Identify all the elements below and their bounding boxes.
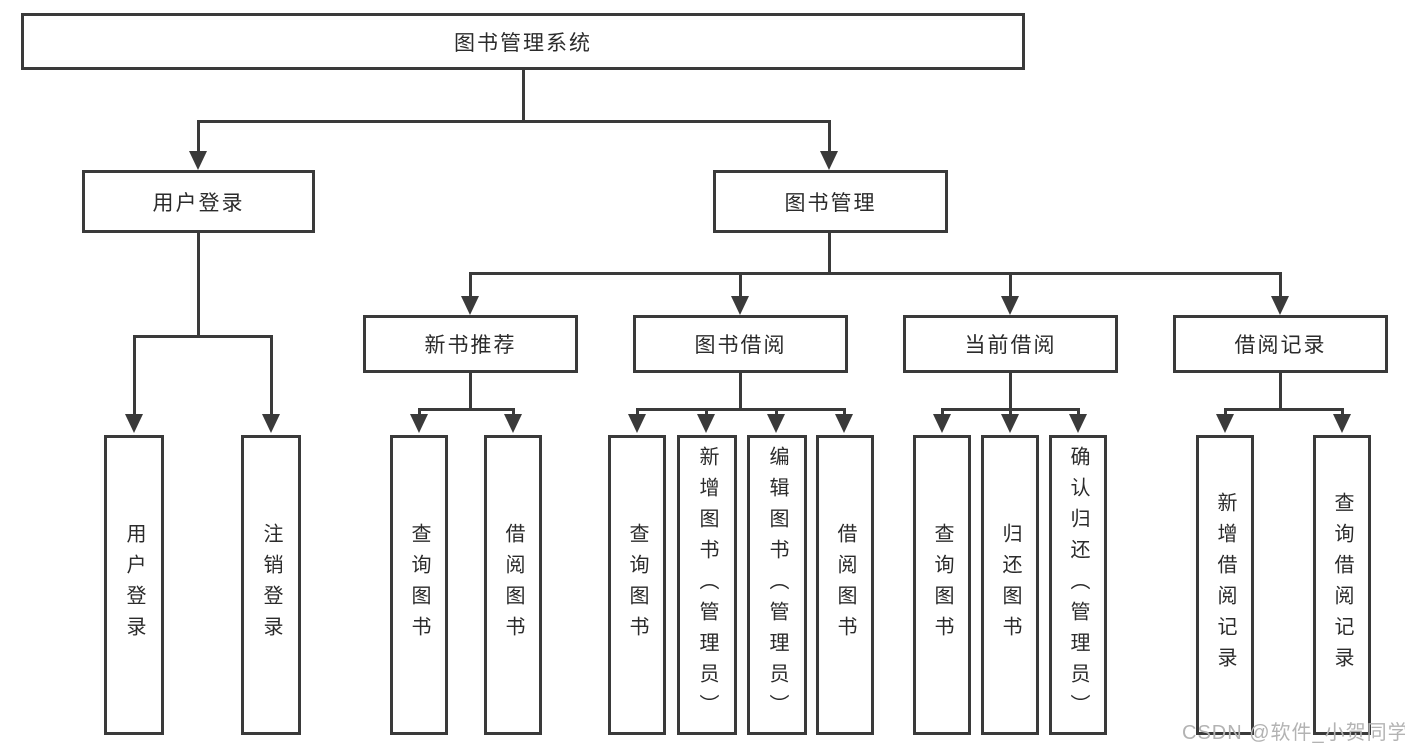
leaf-return-book: 归还图书 xyxy=(981,435,1039,735)
connector-drop-leaf xyxy=(843,408,846,418)
arrow-down-icon xyxy=(1001,414,1019,433)
leaf-borrow-books-borrow: 借阅图书 xyxy=(816,435,874,735)
arrow-down-icon xyxy=(1001,296,1019,315)
node-book-borrow: 图书借阅 xyxy=(633,315,848,373)
connector-current-borrow-stub xyxy=(1009,373,1012,411)
connector-drop-node xyxy=(469,272,472,298)
connector-drop-leaf xyxy=(270,335,273,416)
connector-drop-leaf xyxy=(1224,408,1227,418)
connector-new-book-stub xyxy=(469,373,472,411)
connector-drop-user-login xyxy=(197,120,200,153)
connector-drop-leaf xyxy=(133,335,136,416)
node-current-borrow: 当前借阅 xyxy=(903,315,1118,373)
leaf-query-borrow-record: 查询借阅记录 xyxy=(1313,435,1371,735)
connector-drop-leaf xyxy=(705,408,708,418)
arrow-down-icon xyxy=(125,414,143,433)
connector-drop-leaf xyxy=(1077,408,1080,418)
leaf-add-book-admin: 新增图书（管理员） xyxy=(677,435,737,735)
leaf-query-books-current: 查询图书 xyxy=(913,435,971,735)
arrow-down-icon xyxy=(731,296,749,315)
branch-book-management: 图书管理 xyxy=(713,170,948,233)
arrow-down-icon xyxy=(1333,414,1351,433)
connector-drop-leaf xyxy=(512,408,515,418)
connector-drop-leaf xyxy=(941,408,944,418)
arrow-down-icon xyxy=(628,414,646,433)
connector-root-stub xyxy=(522,70,525,122)
root-node: 图书管理系统 xyxy=(21,13,1025,70)
arrow-down-icon xyxy=(1069,414,1087,433)
connector-drop-leaf xyxy=(1009,408,1012,418)
connector-user-login-stub xyxy=(197,233,200,337)
connector-drop-node xyxy=(739,272,742,298)
leaf-user-login: 用户登录 xyxy=(104,435,164,735)
arrow-down-icon xyxy=(697,414,715,433)
leaf-logout: 注销登录 xyxy=(241,435,301,735)
arrow-down-icon xyxy=(835,414,853,433)
leaf-confirm-return-admin: 确认归还（管理员） xyxy=(1049,435,1107,735)
connector-drop-leaf xyxy=(636,408,639,418)
arrow-down-icon xyxy=(767,414,785,433)
arrow-down-icon xyxy=(820,151,838,170)
watermark-text: CSDN @软件_小贺同学 xyxy=(1182,722,1405,744)
connector-level2-hline xyxy=(197,120,831,123)
arrow-down-icon xyxy=(410,414,428,433)
arrow-down-icon xyxy=(933,414,951,433)
connector-book-borrow-hline xyxy=(636,408,846,411)
arrow-down-icon xyxy=(189,151,207,170)
leaf-add-borrow-record: 新增借阅记录 xyxy=(1196,435,1254,735)
leaf-query-books-borrow: 查询图书 xyxy=(608,435,666,735)
branch-user-login: 用户登录 xyxy=(82,170,315,233)
connector-new-book-hline xyxy=(418,408,515,411)
arrow-down-icon xyxy=(504,414,522,433)
connector-drop-leaf xyxy=(775,408,778,418)
connector-book-management-stub xyxy=(828,233,831,274)
connector-book-borrow-stub xyxy=(739,373,742,411)
connector-drop-node xyxy=(1279,272,1282,298)
connector-drop-book-management xyxy=(828,120,831,153)
leaf-edit-book-admin: 编辑图书（管理员） xyxy=(747,435,807,735)
arrow-down-icon xyxy=(1271,296,1289,315)
arrow-down-icon xyxy=(461,296,479,315)
connector-drop-node xyxy=(1009,272,1012,298)
leaf-borrow-books-recommend: 借阅图书 xyxy=(484,435,542,735)
connector-borrow-records-hline xyxy=(1224,408,1344,411)
node-new-book-recommend: 新书推荐 xyxy=(363,315,578,373)
connector-drop-leaf xyxy=(1341,408,1344,418)
arrow-down-icon xyxy=(262,414,280,433)
node-borrow-records: 借阅记录 xyxy=(1173,315,1388,373)
arrow-down-icon xyxy=(1216,414,1234,433)
connector-borrow-records-stub xyxy=(1279,373,1282,411)
leaf-query-books-recommend: 查询图书 xyxy=(390,435,448,735)
connector-user-login-hline xyxy=(133,335,272,338)
connector-drop-leaf xyxy=(418,408,421,418)
connector-level3-hline xyxy=(469,272,1281,275)
